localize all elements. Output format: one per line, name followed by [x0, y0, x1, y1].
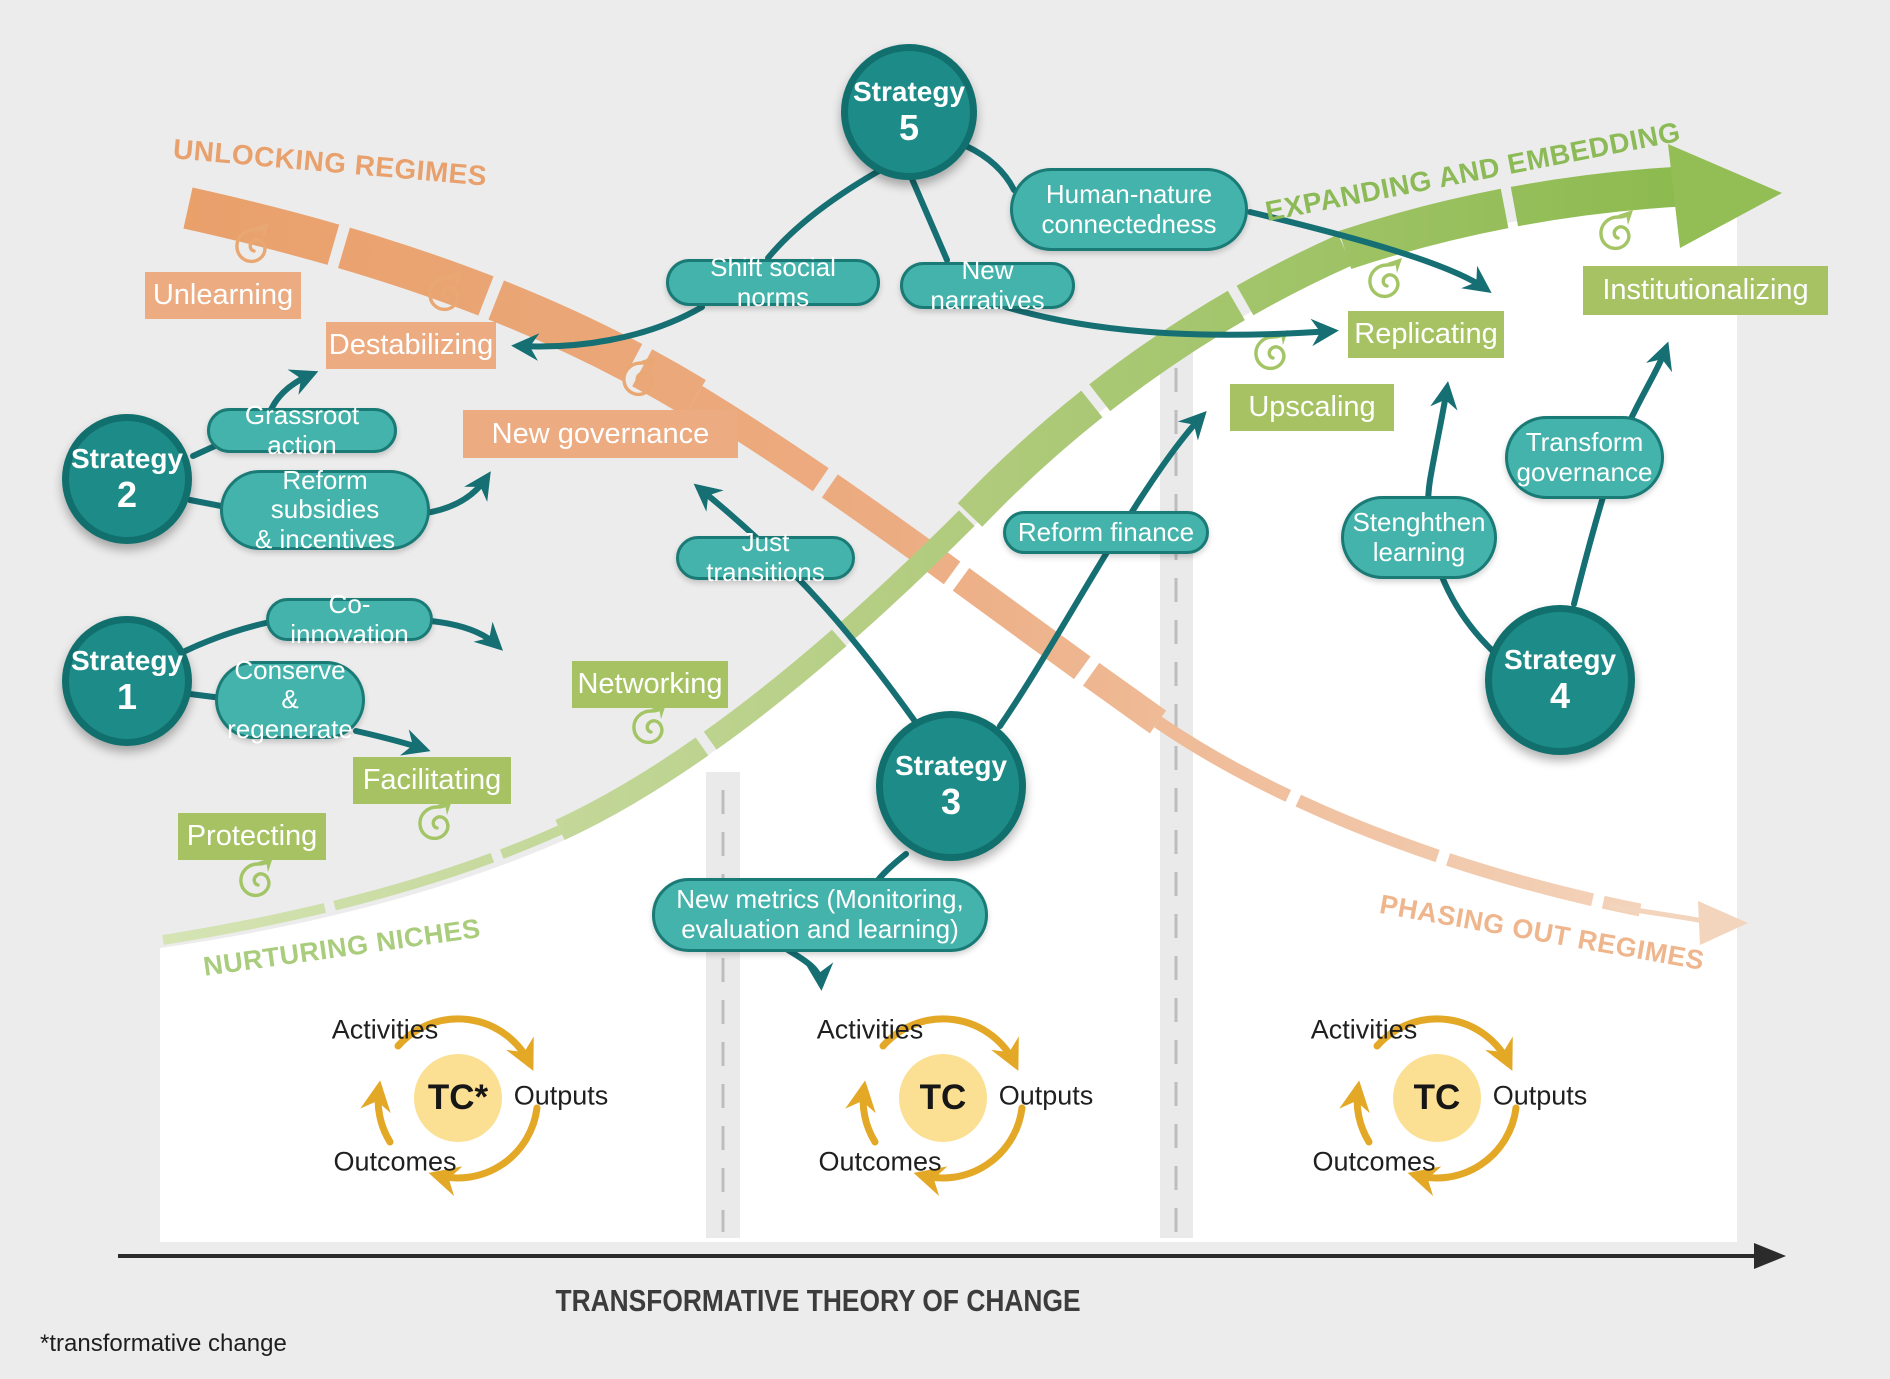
arrow-subsidies-new-governance: [423, 471, 491, 516]
new-narratives-pill: New narratives: [900, 255, 1075, 314]
x-axis: [118, 1243, 1786, 1269]
axis-title: TRANSFORMATIVE THEORY OF CHANGE: [555, 1283, 1081, 1318]
line-s5-human-nature: [963, 143, 1017, 193]
tc-label-1: TC*: [427, 1078, 489, 1117]
arrow-co-innovation-networking: [428, 618, 503, 651]
upscaling-box: Upscaling: [1230, 384, 1394, 431]
institutionalizing-box: Institutionalizing: [1583, 266, 1828, 315]
tc-cycle-arcs: [360, 1015, 1520, 1197]
tc-label-3: TC: [1413, 1078, 1461, 1117]
line-s1-co-innovation: [180, 619, 273, 655]
activities-label-3: Activities: [1310, 1014, 1418, 1045]
strategy-5-word: Strategy: [852, 75, 966, 107]
facilitating-box: Facilitating: [353, 757, 511, 804]
niche-arrowhead: [1668, 144, 1782, 248]
footnote: *transformative change: [40, 1330, 287, 1357]
human-nature-connectedness-pill: Human-nature connectedness: [1010, 168, 1248, 251]
strategy-4-number: 4: [1549, 675, 1571, 717]
spiral-icon-protecting: [239, 858, 272, 898]
line-s5-new-narratives: [909, 176, 950, 263]
networking-box: Networking: [572, 661, 728, 708]
conserve-regenerate-pill: Conserve & regenerate: [215, 655, 365, 744]
spiral-icon-networking: [632, 705, 665, 745]
grassroot-action-pill: Grassroot action: [207, 400, 397, 459]
tc-circle-2: TC: [899, 1054, 987, 1142]
activities-label-1: Activities: [331, 1014, 439, 1045]
connector-lines: [180, 143, 1673, 991]
strategy-2-circle: Strategy 2: [62, 414, 192, 544]
outputs-label-2: Outputs: [998, 1080, 1094, 1111]
strategy-1-number: 1: [116, 676, 138, 718]
axis-arrowhead: [1754, 1243, 1786, 1269]
strategy-2-number: 2: [116, 474, 138, 516]
line-s3-new-metrics: [875, 851, 909, 883]
strategy-3-circle: Strategy 3: [876, 711, 1026, 861]
niche-curve: [162, 166, 1692, 945]
outcomes-label-2: Outcomes: [818, 1146, 942, 1177]
tc-label-2: TC: [919, 1078, 967, 1117]
arrow-s3-just-transitions-new-governance: [693, 483, 917, 723]
line-s5-shift-norms: [765, 165, 887, 261]
new-governance-box: New governance: [463, 410, 738, 458]
strategy-1-word: Strategy: [70, 644, 184, 676]
strategy-4-circle: Strategy 4: [1485, 605, 1635, 755]
strategy-3-number: 3: [940, 781, 962, 823]
strategy-5-circle: Strategy 5: [841, 44, 977, 180]
shift-social-norms-pill: Shift social norms: [666, 252, 880, 311]
arrow-shift-norms-destabilizing: [511, 304, 705, 361]
reform-subsidies-pill: Reform subsidies & incentives: [220, 465, 430, 554]
arrow-conserve-facilitating: [353, 728, 431, 756]
outcomes-label-1: Outcomes: [333, 1146, 457, 1177]
replicating-box: Replicating: [1348, 311, 1504, 358]
arrow-new-metrics-tc: [785, 947, 834, 991]
arrow-human-nature-institutionalizing: [1247, 209, 1492, 293]
reform-finance-pill: Reform finance: [1003, 511, 1209, 554]
destabilizing-box: Destabilizing: [326, 322, 496, 369]
co-innovation-pill: Co-innovation: [266, 589, 433, 648]
strategy-4-word: Strategy: [1503, 643, 1617, 675]
spiral-icon-facilitating: [418, 801, 451, 841]
unlearning-box: Unlearning: [145, 272, 301, 319]
arrow-s3-reform-finance-upscaling: [997, 410, 1207, 729]
outputs-label-1: Outputs: [513, 1080, 609, 1111]
tc-circle-3: TC: [1393, 1054, 1481, 1142]
transform-governance-pill: Transform governance: [1505, 416, 1664, 499]
new-metrics-pill: New metrics (Monitoring, evaluation and …: [652, 878, 988, 952]
strategy-1-circle: Strategy 1: [62, 616, 192, 746]
strategy-2-word: Strategy: [70, 442, 184, 474]
tc-circle-1: TC*: [414, 1054, 502, 1142]
strategy-3-word: Strategy: [894, 749, 1008, 781]
regime-arrowhead: [1698, 901, 1748, 945]
outcomes-label-3: Outcomes: [1312, 1146, 1436, 1177]
strengthen-learning-pill: Stenghthen learning: [1341, 496, 1497, 579]
strategy-5-number: 5: [898, 107, 920, 149]
outputs-label-3: Outputs: [1492, 1080, 1588, 1111]
arrow-new-narratives-replicating: [1003, 304, 1339, 347]
just-transitions-pill: Just transitions: [676, 528, 855, 587]
protecting-box: Protecting: [178, 813, 326, 860]
activities-label-2: Activities: [816, 1014, 924, 1045]
regime-curve-tail: [1609, 903, 1705, 924]
